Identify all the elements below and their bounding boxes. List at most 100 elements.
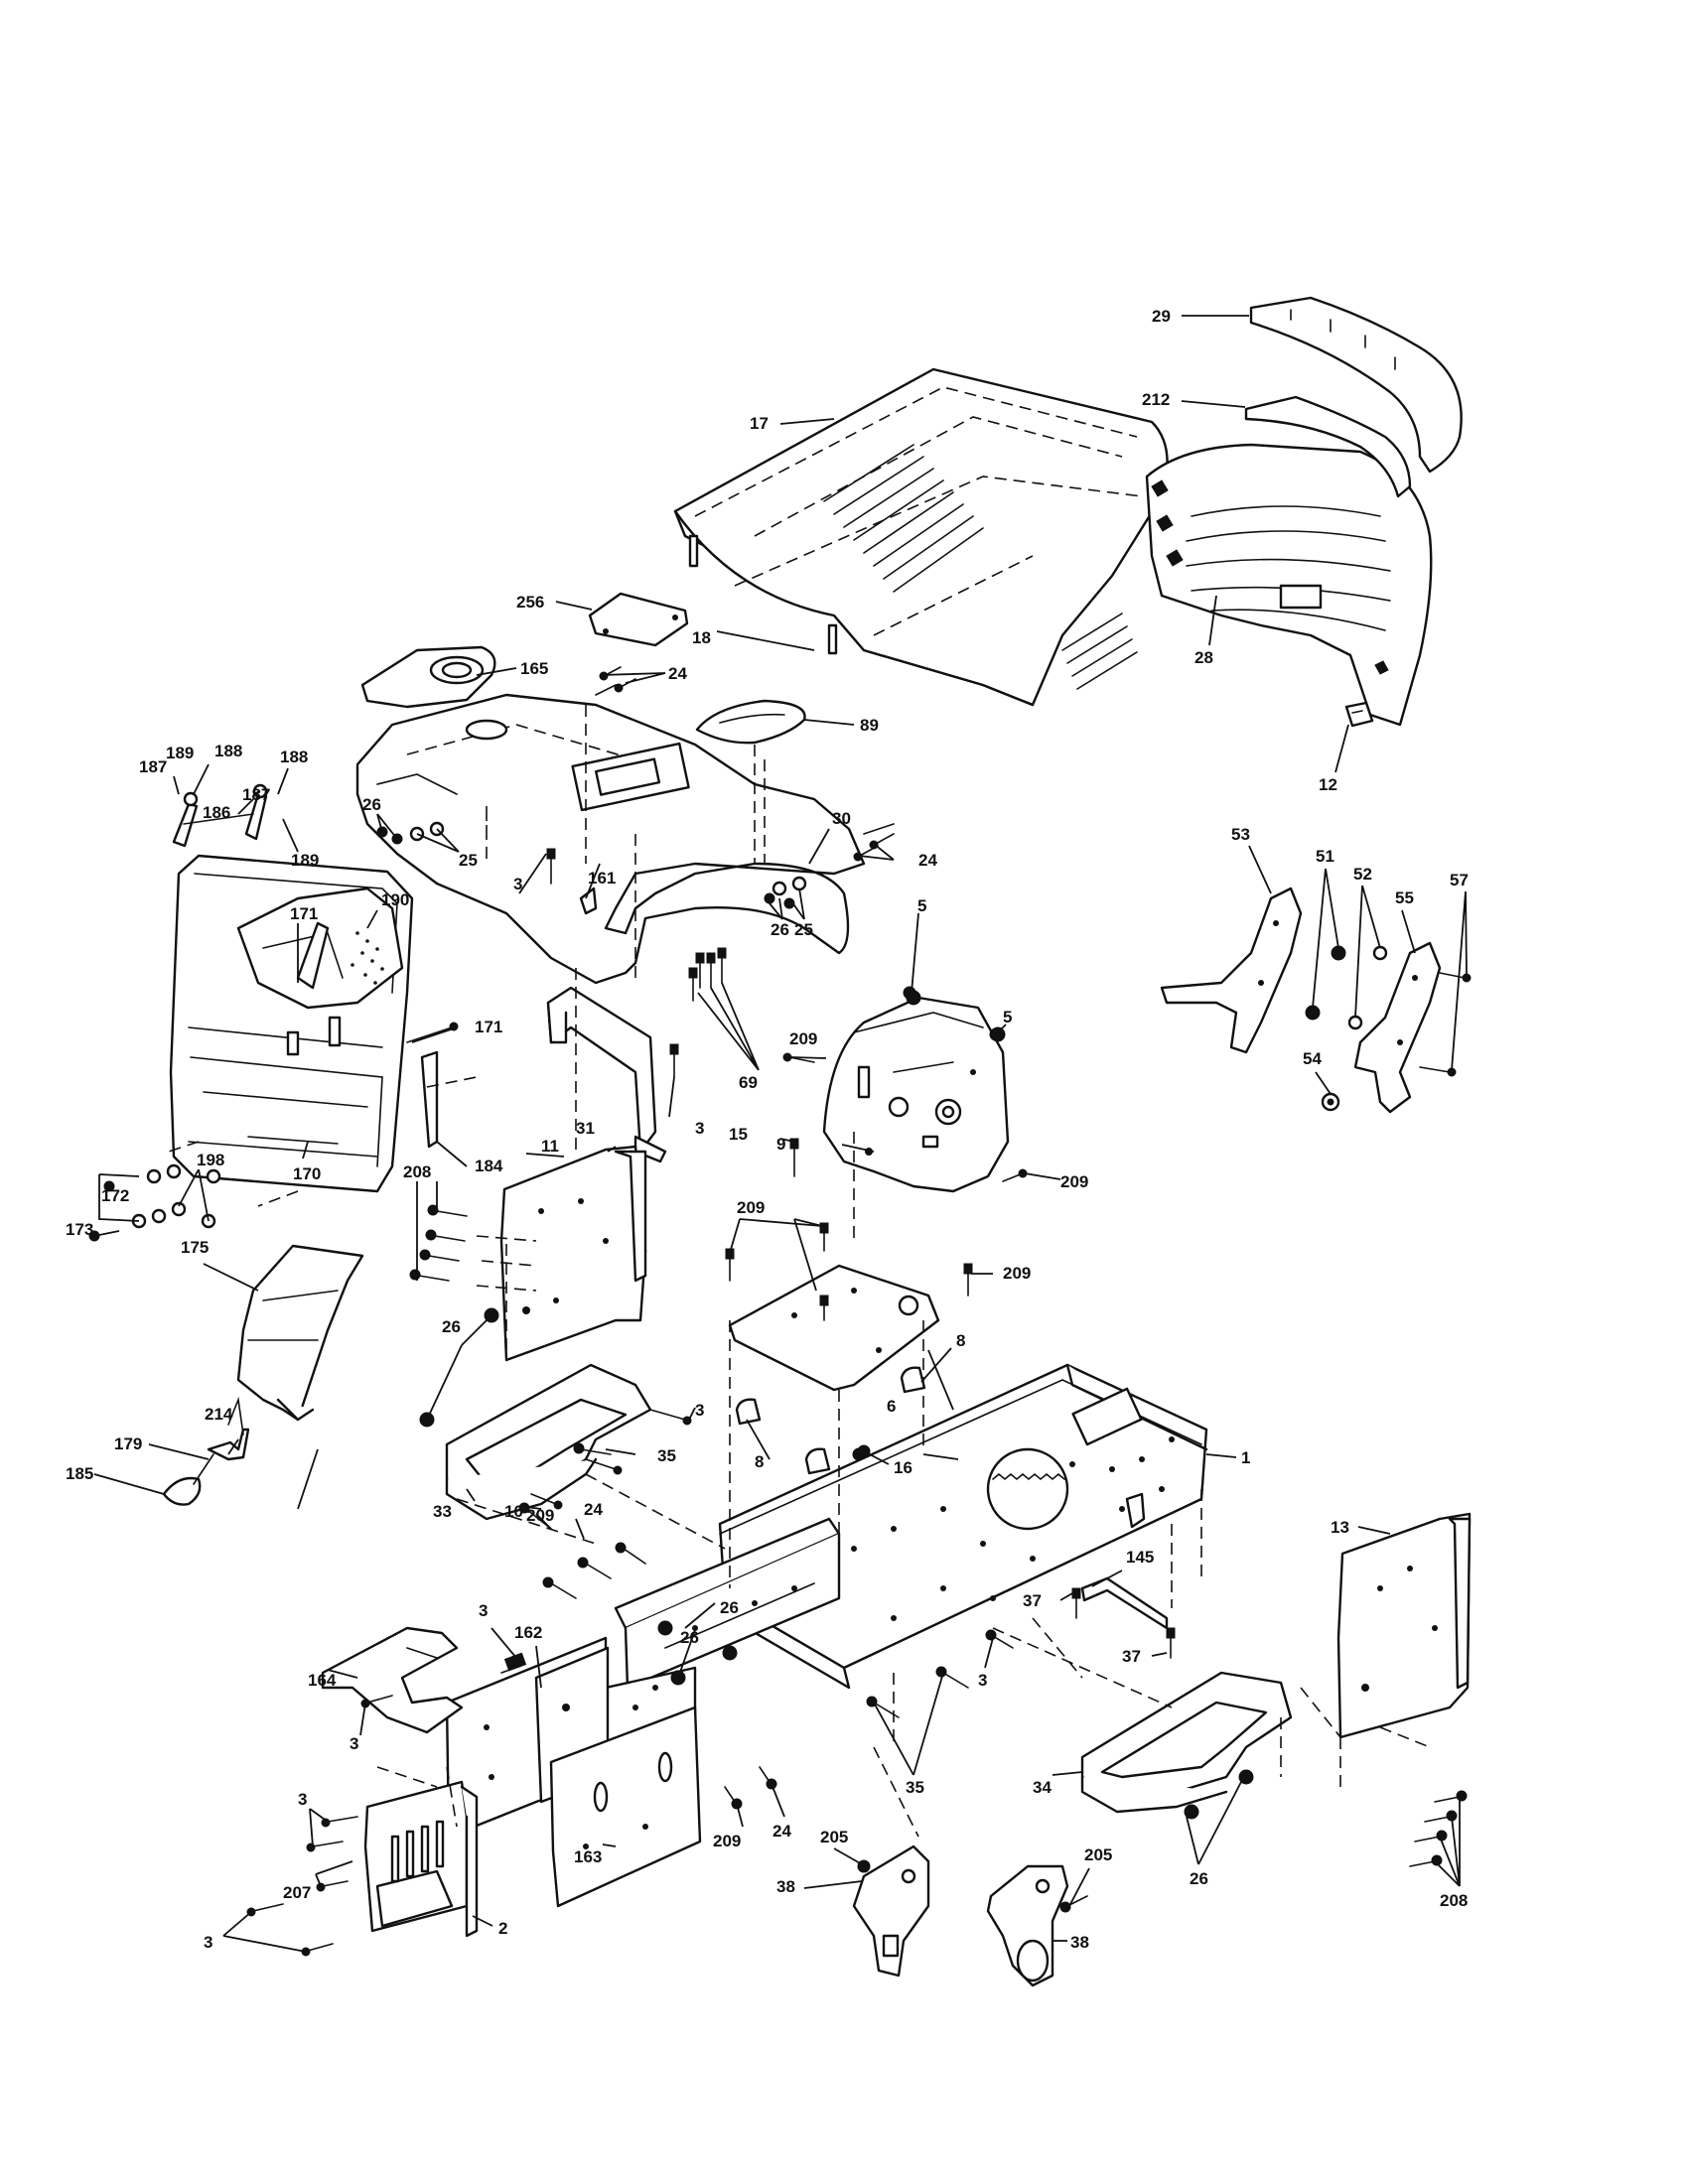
engine-shroud-part-9[interactable]: [822, 996, 1010, 1193]
callout-209-shroud: 209: [789, 1029, 817, 1048]
callout-6: 6: [887, 1397, 896, 1416]
callout-53: 53: [1231, 825, 1250, 844]
bumper-part-164[interactable]: [321, 1626, 464, 1734]
mounting-plate-part-6[interactable]: [728, 1264, 940, 1392]
assembly-lines: [168, 705, 1431, 1838]
callout-209-lower: 209: [713, 1832, 741, 1850]
callout-3-bumper: 3: [350, 1734, 358, 1753]
callout-3-footrest: 3: [695, 1401, 704, 1420]
callout-179: 179: [114, 1434, 142, 1453]
rod-part-184[interactable]: [420, 1050, 439, 1149]
dash-part-89[interactable]: [695, 699, 806, 745]
callout-3-front: 3: [479, 1601, 488, 1620]
callout-208-right: 208: [1440, 1891, 1468, 1910]
callout-171-right: 171: [475, 1018, 502, 1036]
panel-part-163[interactable]: [549, 1706, 702, 1908]
lever-part-171[interactable]: [296, 921, 330, 990]
footrest-right-part-34[interactable]: [1080, 1671, 1293, 1814]
frame-sawtooth-edge: [992, 1472, 1065, 1481]
callout-187-left: 187: [139, 757, 167, 776]
callout-188-right: 188: [280, 748, 308, 766]
callout-163: 163: [574, 1847, 602, 1866]
callout-11: 11: [541, 1137, 559, 1156]
callout-184: 184: [475, 1157, 503, 1175]
callout-3-support: 3: [695, 1119, 704, 1138]
callout-173: 173: [66, 1220, 93, 1239]
callout-164: 164: [308, 1671, 337, 1690]
leader-lines-right: [1248, 845, 1468, 1095]
callout-3-bracket-top: 3: [298, 1790, 307, 1809]
callout-37-right: 37: [1122, 1647, 1141, 1666]
fasteners: [88, 666, 1472, 1957]
hood-trim-part-212[interactable]: [1244, 395, 1412, 498]
callout-205-left: 205: [820, 1828, 848, 1846]
callout-186: 186: [203, 803, 230, 822]
callout-18: 18: [692, 628, 711, 647]
callout-26-dash: 26: [362, 795, 381, 814]
callout-209-plate-right: 209: [1003, 1264, 1031, 1283]
callout-labels: 29 212 17 256 18 165 24 28 12 89 30 24 2…: [66, 307, 1469, 1952]
lens-part-256[interactable]: [588, 592, 689, 647]
hood-vent-slots: [823, 444, 1138, 690]
callout-26-frame-a: 26: [720, 1598, 739, 1617]
footrest-left-part-33[interactable]: [445, 1363, 652, 1521]
callout-190: 190: [381, 890, 409, 909]
callout-5-top: 5: [917, 896, 926, 915]
hood-part-17[interactable]: [673, 367, 1169, 707]
bracket-slots: [390, 1820, 445, 1883]
callout-214: 214: [205, 1405, 233, 1424]
callout-161: 161: [588, 869, 616, 887]
callout-26-footrest: 26: [442, 1317, 461, 1336]
callout-15: 15: [729, 1125, 748, 1144]
callout-12: 12: [1319, 775, 1337, 794]
callout-9: 9: [776, 1135, 785, 1154]
callout-10: 10: [504, 1502, 523, 1521]
support-bracket-part-31[interactable]: [546, 986, 667, 1163]
bracket-part-55[interactable]: [1353, 941, 1442, 1114]
fuel-cover-part-165[interactable]: [360, 645, 496, 709]
callout-162: 162: [514, 1623, 542, 1642]
callout-24-frame: 24: [584, 1500, 603, 1519]
callout-35-footrest: 35: [657, 1446, 676, 1465]
callout-8-bottom: 8: [755, 1452, 764, 1471]
shield-part-175[interactable]: [236, 1244, 364, 1422]
linkage-part-186[interactable]: [172, 783, 268, 848]
callout-25-dash: 25: [459, 851, 478, 870]
callout-29: 29: [1152, 307, 1171, 326]
callout-38-right: 38: [1070, 1933, 1089, 1952]
callout-16: 16: [894, 1458, 912, 1477]
latch-part-12[interactable]: [1344, 701, 1374, 728]
hood-trim-part-29[interactable]: [1249, 296, 1463, 474]
callout-35-frame: 35: [906, 1778, 924, 1797]
callout-175: 175: [181, 1238, 209, 1257]
callout-37-left: 37: [1023, 1591, 1042, 1610]
callout-208-left: 208: [403, 1162, 431, 1181]
callout-34: 34: [1033, 1778, 1052, 1797]
callout-33: 33: [433, 1502, 452, 1521]
callout-28: 28: [1194, 648, 1213, 667]
callout-145: 145: [1126, 1548, 1154, 1567]
side-panel-part-11[interactable]: [499, 1145, 647, 1362]
callout-38-left: 38: [776, 1877, 795, 1896]
bracket-part-38-right[interactable]: [986, 1864, 1069, 1987]
callout-17: 17: [750, 414, 769, 433]
bracket-part-2[interactable]: [363, 1780, 479, 1938]
bracket-part-53[interactable]: [1160, 887, 1303, 1054]
callout-209-frame: 209: [526, 1506, 554, 1525]
callout-188-left: 188: [214, 742, 242, 760]
callout-8-right: 8: [956, 1331, 965, 1350]
callout-3-dash: 3: [513, 875, 522, 893]
bracket-part-38-left[interactable]: [852, 1844, 930, 1978]
callout-54: 54: [1303, 1049, 1322, 1068]
main-frame-part-1[interactable]: [718, 1363, 1208, 1690]
rod-part-179[interactable]: [162, 1428, 250, 1506]
side-panel-part-13[interactable]: [1336, 1512, 1472, 1739]
callout-26-frame-b: 26: [680, 1628, 699, 1647]
callout-171-left: 171: [290, 904, 318, 923]
dash-panel-part-30[interactable]: [355, 693, 866, 985]
callout-3-frame: 3: [978, 1671, 987, 1690]
callout-69: 69: [739, 1073, 758, 1092]
grille-housing-part-28[interactable]: [1145, 443, 1433, 727]
callout-26-right: 26: [1190, 1869, 1208, 1888]
